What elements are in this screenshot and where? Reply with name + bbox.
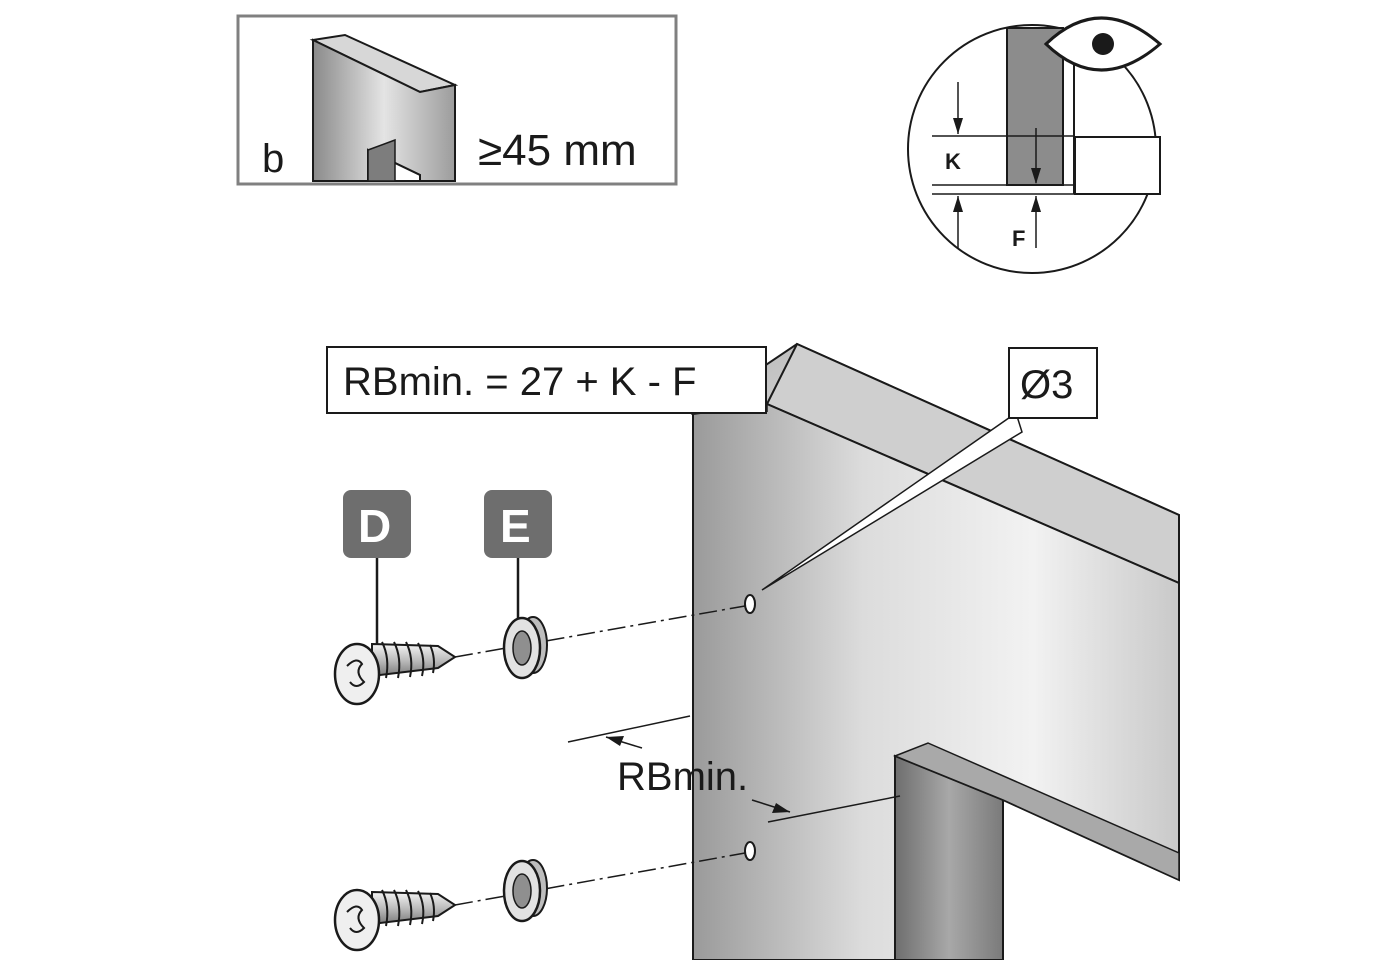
eye-icon — [1043, 16, 1163, 72]
inset-profile-inner-shadow — [367, 138, 396, 182]
formula-text: RBmin. = 27 + K - F — [343, 360, 696, 404]
inset-label-b: b — [262, 137, 284, 181]
badge-e: E — [484, 490, 552, 618]
rbmin-dimension: RBmin. — [567, 715, 901, 823]
cabinet-opening-top — [892, 742, 1180, 882]
drill-hole-lower — [744, 841, 756, 861]
cap-icon — [502, 859, 548, 923]
inset-frame — [236, 14, 678, 186]
detail-carcass — [1074, 136, 1161, 195]
inset-min-width: ≥45 mm — [478, 126, 637, 175]
cap-icon — [502, 616, 548, 680]
minimum-width-inset: b ≥45 mm — [236, 14, 678, 186]
cabinet — [690, 342, 1180, 960]
badge-d: D — [343, 490, 411, 652]
centerline-upper — [454, 605, 746, 658]
detail-view: K F — [907, 16, 1163, 274]
drill-diameter-callout: Ø3 — [761, 347, 1098, 591]
centerline-lower — [454, 852, 746, 906]
detail-label-k: K — [945, 149, 961, 174]
detail-door-edge — [1006, 27, 1064, 186]
rbmin-label: RBmin. — [617, 755, 748, 799]
drill-hole-upper — [744, 594, 756, 614]
screw-icon — [333, 641, 457, 706]
screw-icon — [333, 888, 457, 952]
badge-e-letter: E — [500, 500, 531, 552]
detail-label-f: F — [1012, 226, 1025, 251]
formula-box: RBmin. = 27 + K - F — [326, 346, 767, 414]
badge-d-letter: D — [358, 500, 391, 552]
drill-diameter-label: Ø3 — [1020, 363, 1073, 407]
